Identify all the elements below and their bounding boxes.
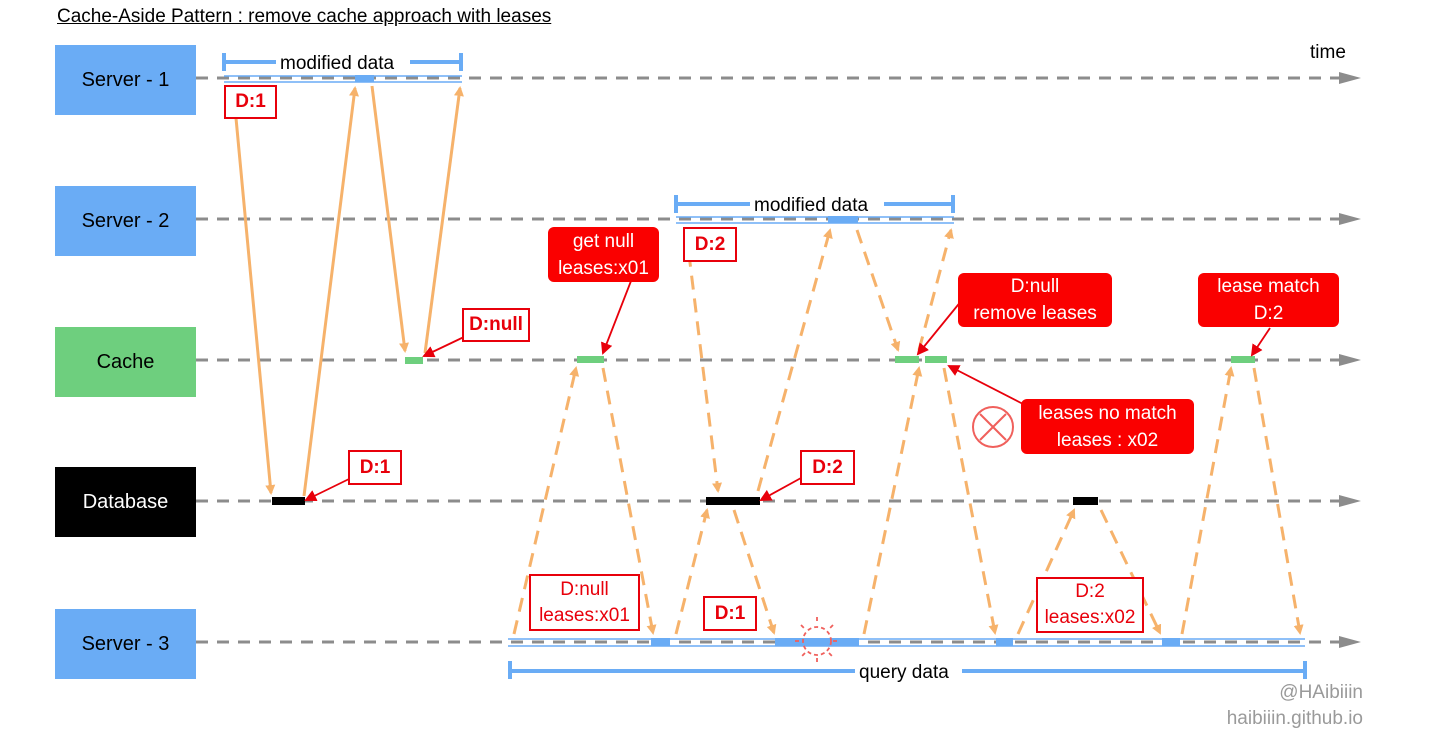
callout-line: remove leases [973, 303, 1097, 324]
timeline-head-server3 [1339, 636, 1361, 648]
burst-icon [795, 617, 839, 665]
activation-cache-5 [1231, 356, 1255, 363]
author-site: haibiiin.github.io [1226, 708, 1363, 729]
activation-segments [272, 75, 1255, 646]
pointer-lease-match [1250, 327, 1271, 357]
bracket-server2-modified [674, 195, 955, 213]
callout-line: leases no match [1038, 402, 1177, 424]
callout-leases-no-match: leases no match leases : x02 [1021, 399, 1194, 454]
note-d2-database: D:2 [800, 450, 855, 485]
page-title: Cache-Aside Pattern : remove cache appro… [57, 6, 552, 27]
callout-line: D:null [1010, 276, 1060, 297]
lane-database: Database [55, 467, 196, 537]
note-line: leases:x02 [1044, 607, 1136, 628]
lane-server-3: Server - 3 [55, 609, 196, 679]
activation-db-1 [272, 497, 305, 505]
arrow-cache-to-s2 [917, 228, 954, 351]
note-d1-server3: D:1 [703, 596, 757, 631]
activation-cache-3 [895, 356, 919, 363]
callout-line: leases:x01 [558, 257, 649, 279]
note-dnull-leases-server3: D:null leases:x01 [529, 574, 640, 631]
callout-line: get null [572, 230, 635, 252]
activation-server1 [355, 75, 374, 82]
bracket-server3-query [508, 661, 1307, 679]
callout-line: leases : x02 [1056, 429, 1159, 451]
arrow-db-to-s1 [302, 86, 359, 497]
arrow-cache-to-s1 [423, 86, 464, 354]
annotation-pointers [304, 280, 1271, 502]
timelines [196, 76, 1342, 644]
span-label-server3-query: query data [859, 662, 949, 683]
timeline-head-cache [1339, 354, 1361, 366]
pointer-dnull-cache [422, 335, 467, 358]
cross-circle-icon [972, 406, 1014, 448]
note-d2-server2: D:2 [683, 227, 737, 262]
pointer-d2-db [759, 477, 802, 501]
activation-cache-4 [925, 356, 947, 363]
pointer-get-null [601, 280, 632, 355]
activation-db-2 [706, 497, 760, 505]
activation-cache-2 [577, 356, 604, 363]
lane-cache: Cache [55, 327, 196, 397]
note-dnull-cache: D:null [462, 308, 530, 342]
arrow-s1-to-cache [370, 85, 409, 353]
author-handle: @HAibiiin [1279, 682, 1363, 703]
note-line: D:2 [1075, 581, 1105, 602]
note-d1-database: D:1 [348, 450, 402, 485]
bracket-server1-modified [222, 53, 463, 71]
span-label-server2-modified: modified data [754, 195, 869, 216]
lane-server-2: Server - 2 [55, 186, 196, 256]
note-d2-leases-server3: D:2 leases:x02 [1036, 577, 1144, 633]
time-axis-label: time [1310, 42, 1346, 63]
span-brackets [222, 53, 1307, 679]
activation-server3-3 [996, 638, 1013, 646]
note-d1-server1: D:1 [224, 85, 277, 119]
note-line: D:null [560, 578, 609, 600]
timeline-head-database [1339, 495, 1361, 507]
pointer-d1-db [304, 478, 350, 502]
activation-server3-2 [775, 638, 859, 646]
solid-arrows [231, 85, 464, 497]
span-label-server1-modified: modified data [280, 53, 395, 74]
callout-dnull-remove-leases: D:null remove leases [958, 273, 1112, 327]
timeline-head-server1 [1339, 72, 1361, 84]
lane-server-1: Server - 1 [55, 45, 196, 115]
pointer-remove-leases [916, 299, 963, 356]
activation-server2 [828, 216, 858, 223]
activation-db-3 [1073, 497, 1098, 505]
timeline-heads [1339, 72, 1361, 648]
callout-line: lease match [1217, 276, 1320, 297]
note-line: leases:x01 [539, 604, 630, 626]
arrow-s2-to-cache [855, 229, 901, 352]
callout-lease-match: lease match D:2 [1198, 273, 1339, 327]
pointer-no-match [947, 365, 1024, 405]
activation-cache-1 [405, 357, 423, 364]
timeline-head-server2 [1339, 213, 1361, 225]
arrow-s1-to-db [231, 85, 276, 495]
callout-line: D:2 [1253, 303, 1284, 324]
activation-server3-1 [651, 638, 670, 646]
dashed-arrows [512, 228, 1304, 635]
callout-get-null: get null leases:x01 [548, 227, 659, 282]
arrow-s2-to-db [684, 229, 722, 493]
activation-server3-4 [1162, 638, 1180, 646]
